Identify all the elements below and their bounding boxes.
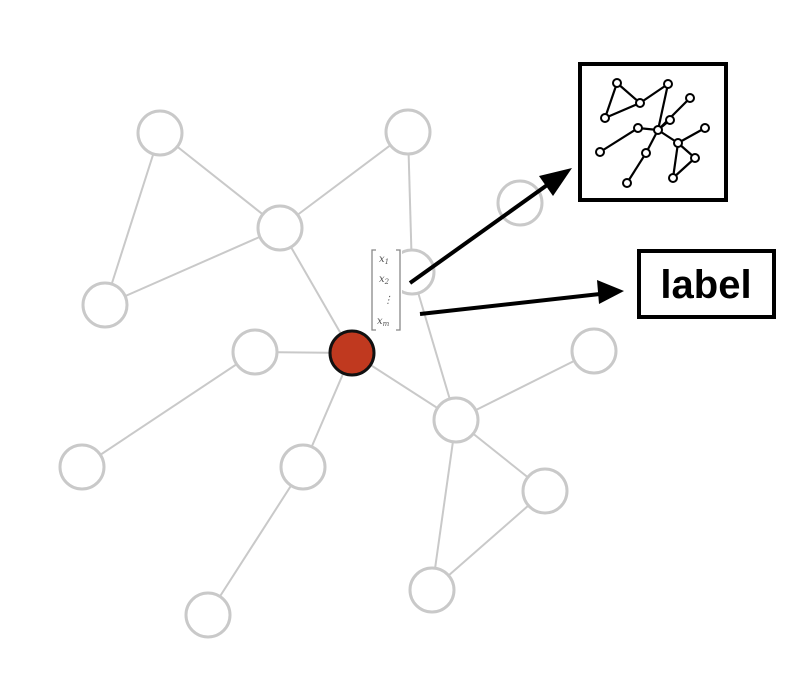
graph-node bbox=[256, 204, 304, 252]
left-bracket bbox=[371, 249, 376, 331]
graph-edge bbox=[431, 490, 546, 591]
target-node bbox=[328, 329, 376, 377]
graph-edge bbox=[279, 227, 353, 354]
label-box-frame bbox=[637, 249, 776, 319]
vector-entry-ellipsis: ⋮ bbox=[383, 295, 393, 306]
arrow-to-graph bbox=[408, 181, 552, 285]
graph-node bbox=[432, 396, 480, 444]
graph-node bbox=[81, 281, 129, 329]
graph-node bbox=[231, 328, 279, 376]
graph-node bbox=[279, 443, 327, 491]
graph-node bbox=[136, 109, 184, 157]
vector-entry-2: x2 bbox=[379, 274, 390, 286]
graph-output-box bbox=[578, 62, 728, 202]
graph-nodes bbox=[58, 108, 618, 639]
graph-edge bbox=[104, 132, 161, 306]
graph-edge bbox=[279, 131, 409, 229]
feature-vector: x1 x2 ⋮ xm bbox=[370, 248, 402, 332]
graph-edge bbox=[159, 132, 281, 229]
graph-edge bbox=[431, 419, 457, 591]
graph-node bbox=[570, 327, 618, 375]
arrowhead-icon bbox=[539, 168, 572, 196]
graph-node bbox=[184, 591, 232, 639]
label-output-box: label bbox=[637, 249, 776, 319]
arrow-to-label bbox=[419, 292, 601, 316]
label-text: label bbox=[660, 263, 751, 307]
graph-edge bbox=[411, 271, 457, 421]
vector-entry-m: xm bbox=[377, 316, 390, 328]
graph-edge bbox=[81, 351, 256, 468]
right-bracket bbox=[396, 249, 401, 331]
output-arrows bbox=[408, 168, 624, 316]
graph-node bbox=[408, 566, 456, 614]
graph-icon bbox=[595, 78, 710, 188]
graph-node bbox=[58, 443, 106, 491]
graph-edge bbox=[207, 466, 304, 616]
graph-edge bbox=[104, 227, 281, 306]
graph-box-frame bbox=[578, 62, 728, 202]
arrowhead-icon bbox=[597, 280, 624, 304]
graph-node bbox=[521, 467, 569, 515]
vector-entry-1: x1 bbox=[379, 254, 389, 266]
graph-edge bbox=[455, 350, 595, 421]
graph-node bbox=[384, 108, 432, 156]
